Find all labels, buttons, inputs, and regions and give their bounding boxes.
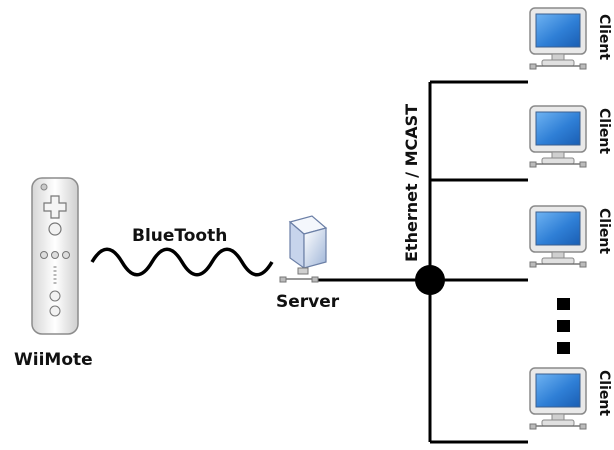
server-label: Server <box>276 292 340 312</box>
network-label: Ethernet / MCAST <box>402 103 421 262</box>
client-label-1: Client <box>596 14 612 61</box>
client-label-2: Client <box>596 108 612 155</box>
wiimote-label: WiiMote <box>14 350 93 370</box>
client-label-4: Client <box>596 370 612 417</box>
client-label-3: Client <box>596 208 612 255</box>
bluetooth-wave <box>90 247 274 277</box>
bluetooth-label: BlueTooth <box>132 226 228 246</box>
monitor-icon <box>529 367 587 430</box>
wii-remote-icon <box>31 177 79 335</box>
monitor-icon <box>529 105 587 168</box>
monitor-icon <box>529 7 587 70</box>
server-tower-icon <box>279 215 328 283</box>
network-lines <box>315 80 528 444</box>
network-junction-dot <box>415 265 445 295</box>
more-clients-ellipsis <box>557 298 570 354</box>
monitor-icon <box>529 205 587 268</box>
